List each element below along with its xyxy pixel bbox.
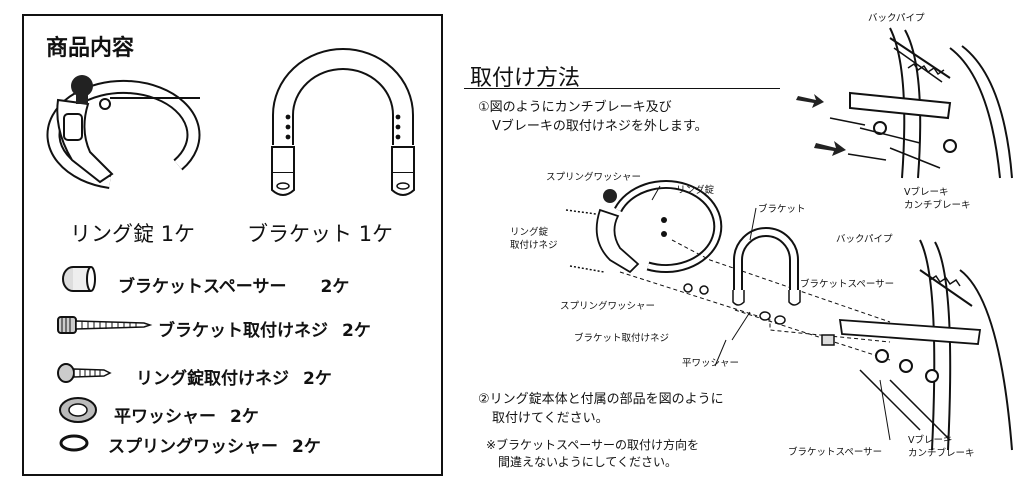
parts-name: ブラケット取付けネジ — [158, 321, 328, 341]
bracket-name: ブラケット — [247, 222, 352, 246]
parts-row-spring-washer: スプリングワッシャー 2ケ — [108, 432, 321, 457]
label-vbrake-top: Vブレーキ — [904, 187, 949, 198]
parts-name: スプリングワッシャー — [108, 437, 278, 457]
parts-qty: 2ケ — [230, 407, 259, 427]
spring-washer-icon — [59, 434, 89, 452]
install-heading: 取付け方法 — [470, 66, 581, 91]
bracket-caption: ブラケット 1ケ — [247, 218, 393, 248]
parts-qty: 2ケ — [292, 437, 321, 457]
step-2-line: 取付けてください。 — [492, 411, 609, 426]
bracket-qty: 1ケ — [358, 222, 394, 246]
step-1-line: ①図のようにカンチブレーキ及び — [478, 100, 672, 115]
heading-rule — [464, 88, 780, 89]
step-2-line: ②リング錠本体と付属の部品を図のように — [478, 392, 724, 407]
parts-name: 平ワッシャー — [114, 407, 216, 427]
step-1: ①図のようにカンチブレーキ及び Vブレーキの取付けネジを外します。 — [478, 98, 708, 136]
label-bracket: ブラケット — [758, 204, 806, 215]
label-flat-washer: 平ワッシャー — [682, 358, 740, 369]
label-ring-lock: リング錠 — [676, 185, 715, 196]
label-spring-washer-1: スプリングワッシャー — [546, 172, 642, 183]
parts-row-ring-lock-screw: リング錠取付けネジ 2ケ — [136, 364, 332, 389]
bracket-illustration — [271, 48, 415, 196]
assembly-diagram — [565, 180, 1013, 451]
note-line: ※ブラケットスペーサーの取付け方向を — [486, 438, 699, 452]
ring-lock-illustration — [46, 75, 201, 189]
note-line: 間違えないようにしてください。 — [498, 455, 678, 469]
step-2: ②リング錠本体と付属の部品を図のように 取付けてください。 — [478, 390, 724, 428]
ring-lock-name: リング錠 — [70, 222, 154, 246]
contents-panel — [22, 14, 443, 476]
label-back-pipe-top: バックパイプ — [868, 13, 925, 24]
parts-qty: 2ケ — [303, 369, 332, 389]
flat-washer-icon — [59, 397, 97, 423]
label-spring-washer-2: スプリングワッシャー — [560, 301, 656, 312]
contents-heading: 商品内容 — [46, 36, 135, 61]
step-1-line: Vブレーキの取付けネジを外します。 — [492, 119, 708, 134]
label-line: 取付けネジ — [510, 240, 558, 251]
ring-lock-screw-icon — [57, 363, 112, 383]
parts-row-flat-washer: 平ワッシャー 2ケ — [114, 402, 259, 427]
label-ring-lock-screw: リング錠 取付けネジ — [510, 226, 558, 252]
label-vbrake-bottom: Vブレーキ — [908, 435, 953, 446]
parts-qty: 2ケ — [320, 277, 350, 297]
label-back-pipe-mid: バックパイプ — [836, 234, 893, 245]
parts-name: リング錠取付けネジ — [136, 369, 289, 389]
brake-removal-illustration — [796, 27, 1013, 179]
parts-row-bracket-screw: ブラケット取付けネジ 2ケ — [158, 316, 371, 341]
parts-qty: 2ケ — [342, 321, 371, 341]
ring-lock-caption: リング錠 1ケ — [70, 218, 195, 248]
label-line: リング錠 — [510, 227, 549, 238]
ring-lock-qty: 1ケ — [160, 222, 196, 246]
label-cantilever-top: カンチブレーキ — [904, 200, 971, 211]
parts-name: ブラケットスペーサー — [118, 277, 287, 297]
label-bracket-screw: ブラケット取付けネジ — [574, 333, 670, 344]
label-bracket-spacer-mid: ブラケットスペーサー — [800, 279, 895, 290]
parts-row-spacer: ブラケットスペーサー 2ケ — [118, 272, 349, 297]
label-cantilever-bottom: カンチブレーキ — [908, 448, 975, 459]
label-bracket-spacer-bottom: ブラケットスペーサー — [788, 447, 883, 458]
spacer-icon — [62, 266, 96, 292]
caution-note: ※ブラケットスペーサーの取付け方向を 間違えないようにしてください。 — [486, 437, 699, 471]
bracket-screw-icon — [57, 316, 153, 334]
